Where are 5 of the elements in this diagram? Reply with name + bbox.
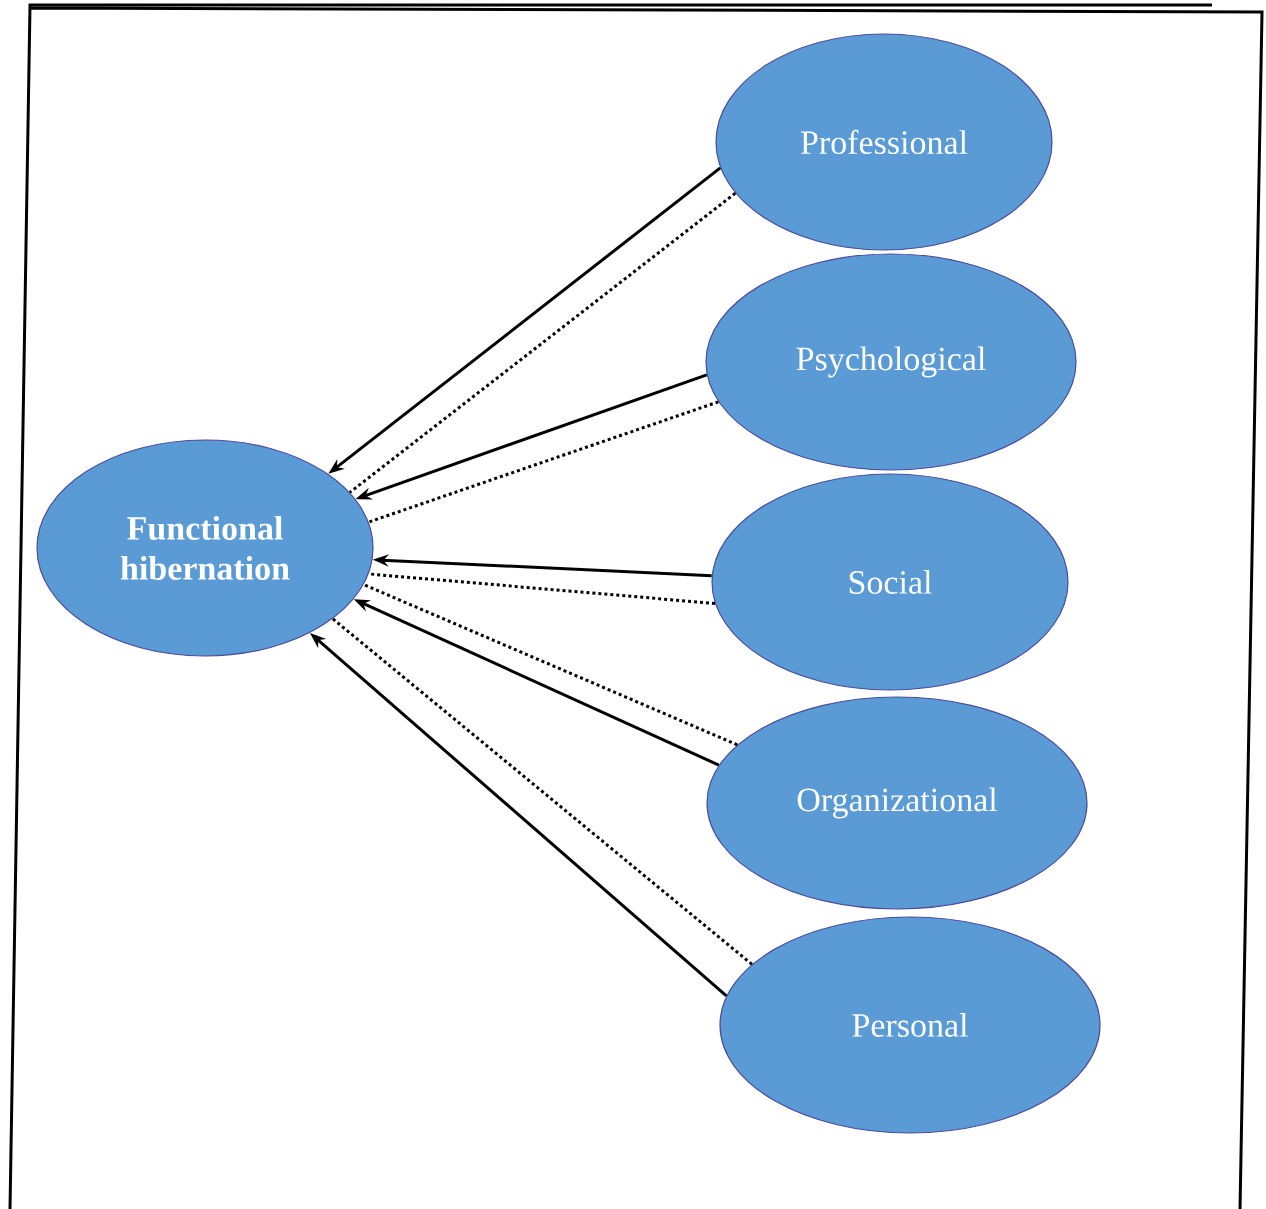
dotted-line [368, 400, 719, 524]
dotted-line [363, 583, 738, 747]
dotted-line [348, 192, 737, 494]
dotted-line [331, 617, 753, 966]
dotted-line [368, 572, 716, 605]
